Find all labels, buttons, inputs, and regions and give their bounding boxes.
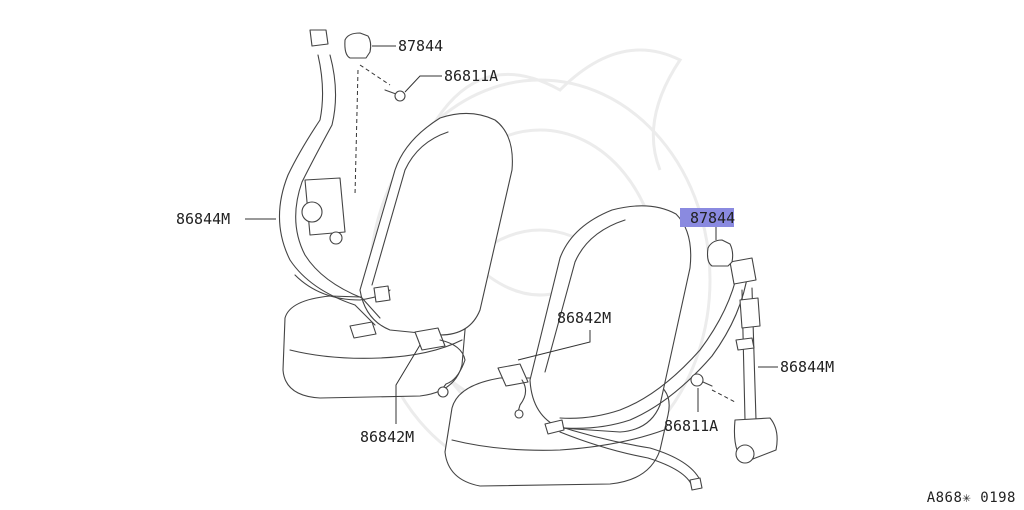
label-87844-right[interactable]: 87844	[690, 209, 735, 227]
dash-right-bolt	[711, 389, 736, 403]
label-86811A-left: 86811A	[444, 67, 498, 85]
left-seatbelt-assembly	[278, 29, 466, 398]
dash-left-retractor	[354, 69, 359, 196]
highlight-87844-right	[680, 208, 734, 227]
label-86844M-right: 86844M	[780, 358, 834, 376]
left-seat	[282, 112, 513, 399]
left-clip-part	[344, 32, 372, 59]
label-87844-left: 87844	[398, 37, 443, 55]
leader-right-buckle	[517, 330, 591, 361]
right-clip-part	[706, 239, 734, 267]
label-86844M-left: 86844M	[176, 210, 230, 228]
right-seat	[444, 205, 692, 487]
diagram-code: A868✳ 0198	[926, 490, 1016, 506]
left-bolt-part	[384, 89, 406, 102]
dash-left-bolt	[359, 64, 391, 86]
leader-left-bolt	[404, 75, 442, 93]
leader-left-buckle	[395, 344, 421, 424]
label-86811A-right: 86811A	[664, 417, 718, 435]
label-86842M-right: 86842M	[557, 309, 611, 327]
right-seatbelt-assembly	[497, 257, 778, 491]
label-86842M-left: 86842M	[360, 428, 414, 446]
right-bolt-part	[690, 373, 713, 387]
